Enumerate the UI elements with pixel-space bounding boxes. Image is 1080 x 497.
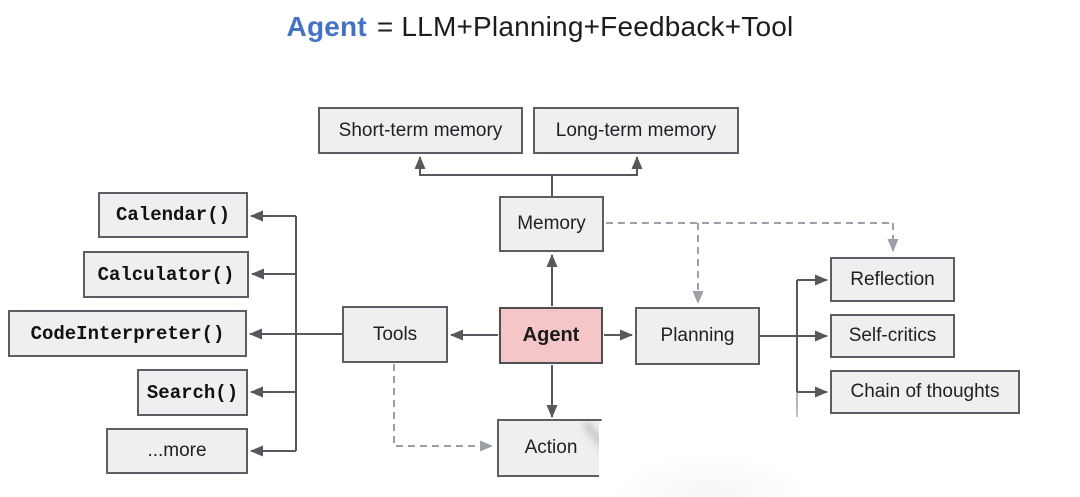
node-memory: Memory	[499, 196, 604, 252]
dashed-edges	[393, 222, 899, 452]
node-chain-of-thoughts: Chain of thoughts	[830, 370, 1020, 414]
node-search: Search()	[137, 369, 248, 416]
node-calculator: Calculator()	[83, 251, 249, 298]
node-code-interpreter: CodeInterpreter()	[8, 310, 247, 357]
node-self-critics: Self-critics	[830, 314, 955, 358]
node-reflection: Reflection	[830, 257, 955, 302]
node-tools: Tools	[342, 306, 448, 363]
title-term: Agent	[286, 11, 367, 42]
diagram-title: Agent = LLM+Planning+Feedback+Tool	[0, 8, 1080, 46]
node-more-tools: ...more	[106, 428, 248, 474]
node-planning: Planning	[635, 307, 760, 365]
title-definition: = LLM+Planning+Feedback+Tool	[376, 11, 794, 42]
node-agent: Agent	[499, 307, 603, 364]
node-long-term-memory: Long-term memory	[533, 107, 739, 154]
node-calendar: Calendar()	[98, 192, 248, 238]
node-action: Action	[497, 419, 605, 477]
edge-tools-to-action-dashed	[393, 364, 493, 452]
node-short-term-memory: Short-term memory	[318, 107, 523, 154]
